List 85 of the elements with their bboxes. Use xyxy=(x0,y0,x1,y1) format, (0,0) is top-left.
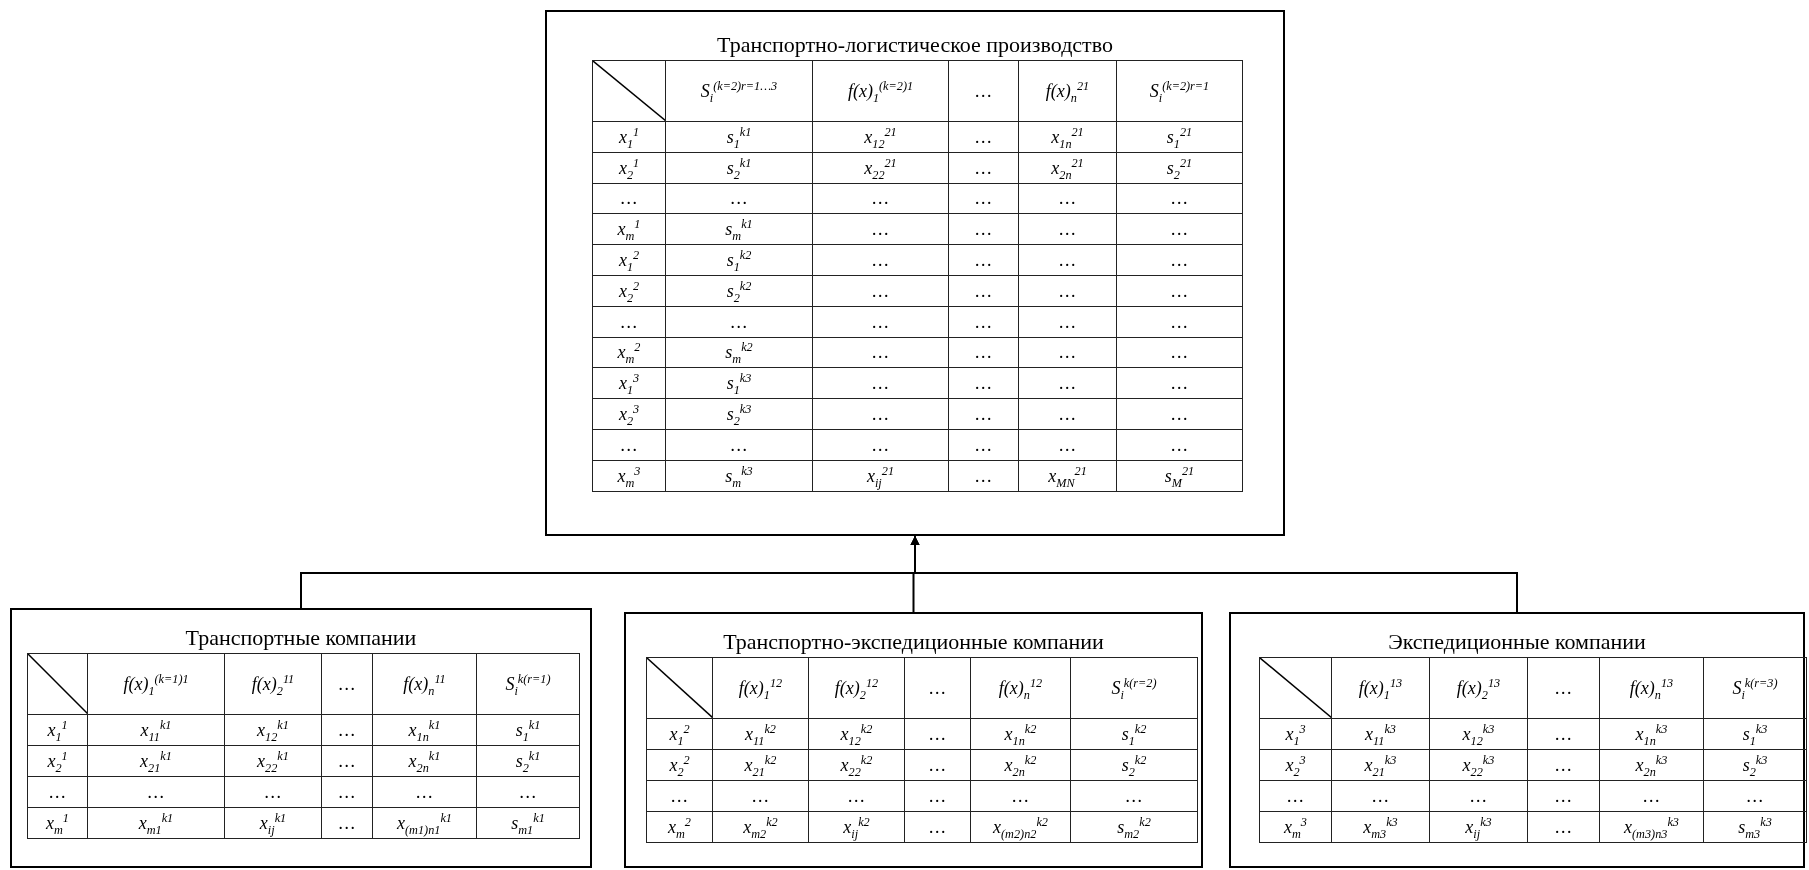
table-cell: … xyxy=(970,780,1071,812)
table-cell: … xyxy=(592,429,666,461)
table-title: Экспедиционные компании xyxy=(1387,631,1647,653)
table-cell: … xyxy=(948,152,1019,184)
column-header: … xyxy=(904,657,971,719)
table-panel xyxy=(545,10,1285,536)
table-cell: … xyxy=(1259,780,1332,812)
table-cell: … xyxy=(321,776,373,808)
table-cell: … xyxy=(592,306,666,338)
table-cell: … xyxy=(87,776,225,808)
table-cell: … xyxy=(1527,780,1600,812)
table-cell: … xyxy=(1116,183,1243,214)
table-cell: … xyxy=(1116,213,1243,245)
table-cell: … xyxy=(812,244,949,276)
table-cell: … xyxy=(1116,429,1243,461)
connector-arrow xyxy=(910,535,1518,613)
table-cell: … xyxy=(1018,367,1117,399)
table-cell: … xyxy=(948,275,1019,307)
table-panel xyxy=(624,612,1203,868)
table-cell: … xyxy=(1018,337,1117,368)
table-cell: … xyxy=(904,811,971,843)
table-cell: … xyxy=(812,275,949,307)
table-cell: … xyxy=(1116,244,1243,276)
table-cell: … xyxy=(812,367,949,399)
table-cell: … xyxy=(321,745,373,777)
table-cell: … xyxy=(948,213,1019,245)
table-cell: … xyxy=(948,183,1019,214)
table-cell: … xyxy=(812,183,949,214)
table-cell: … xyxy=(904,749,971,781)
column-header: … xyxy=(1527,657,1600,719)
table-cell: … xyxy=(812,213,949,245)
table-cell: … xyxy=(1599,780,1704,812)
table-cell: … xyxy=(1018,213,1117,245)
table-cell: … xyxy=(948,337,1019,368)
table-cell: … xyxy=(1116,306,1243,338)
table-cell: … xyxy=(808,780,905,812)
table-panel xyxy=(1229,612,1805,868)
table-cell: … xyxy=(1018,183,1117,214)
table-cell: … xyxy=(1018,244,1117,276)
table-title: Транспортные компании xyxy=(184,627,418,649)
table-cell: … xyxy=(1070,780,1198,812)
table-cell: … xyxy=(1331,780,1430,812)
table-cell: … xyxy=(948,121,1019,153)
table-cell: … xyxy=(1018,429,1117,461)
table-title: Транспортно-экспедиционные компании xyxy=(722,631,1105,653)
table-title: Транспортно-логистическое производство xyxy=(716,34,1114,56)
table-cell: … xyxy=(665,306,813,338)
table-cell: … xyxy=(321,714,373,746)
table-cell: … xyxy=(812,306,949,338)
table-cell: … xyxy=(948,244,1019,276)
table-cell: … xyxy=(592,183,666,214)
table-cell: … xyxy=(372,776,477,808)
table-cell: … xyxy=(904,780,971,812)
table-cell: … xyxy=(948,367,1019,399)
table-cell: … xyxy=(812,337,949,368)
table-cell: … xyxy=(1527,749,1600,781)
table-cell: … xyxy=(812,429,949,461)
table-cell: … xyxy=(1116,337,1243,368)
column-header: … xyxy=(321,653,373,715)
table-cell: … xyxy=(1527,811,1600,843)
table-cell: … xyxy=(321,807,373,839)
table-cell: … xyxy=(712,780,809,812)
table-cell: … xyxy=(812,398,949,430)
table-cell: … xyxy=(665,429,813,461)
table-cell: … xyxy=(1018,306,1117,338)
table-cell: … xyxy=(665,183,813,214)
column-header: … xyxy=(948,60,1019,122)
table-cell: … xyxy=(1116,275,1243,307)
table-cell: … xyxy=(1116,398,1243,430)
table-cell: … xyxy=(1703,780,1807,812)
table-cell: … xyxy=(27,776,88,808)
table-cell: … xyxy=(948,306,1019,338)
table-cell: … xyxy=(476,776,580,808)
table-cell: … xyxy=(948,460,1019,492)
table-cell: … xyxy=(1429,780,1528,812)
table-cell: … xyxy=(646,780,713,812)
table-cell: … xyxy=(1018,275,1117,307)
table-panel xyxy=(10,608,592,868)
table-cell: … xyxy=(948,429,1019,461)
table-cell: … xyxy=(1527,718,1600,750)
table-cell: … xyxy=(224,776,322,808)
table-cell: … xyxy=(904,718,971,750)
table-cell: … xyxy=(1018,398,1117,430)
table-cell: … xyxy=(1116,367,1243,399)
table-cell: … xyxy=(948,398,1019,430)
